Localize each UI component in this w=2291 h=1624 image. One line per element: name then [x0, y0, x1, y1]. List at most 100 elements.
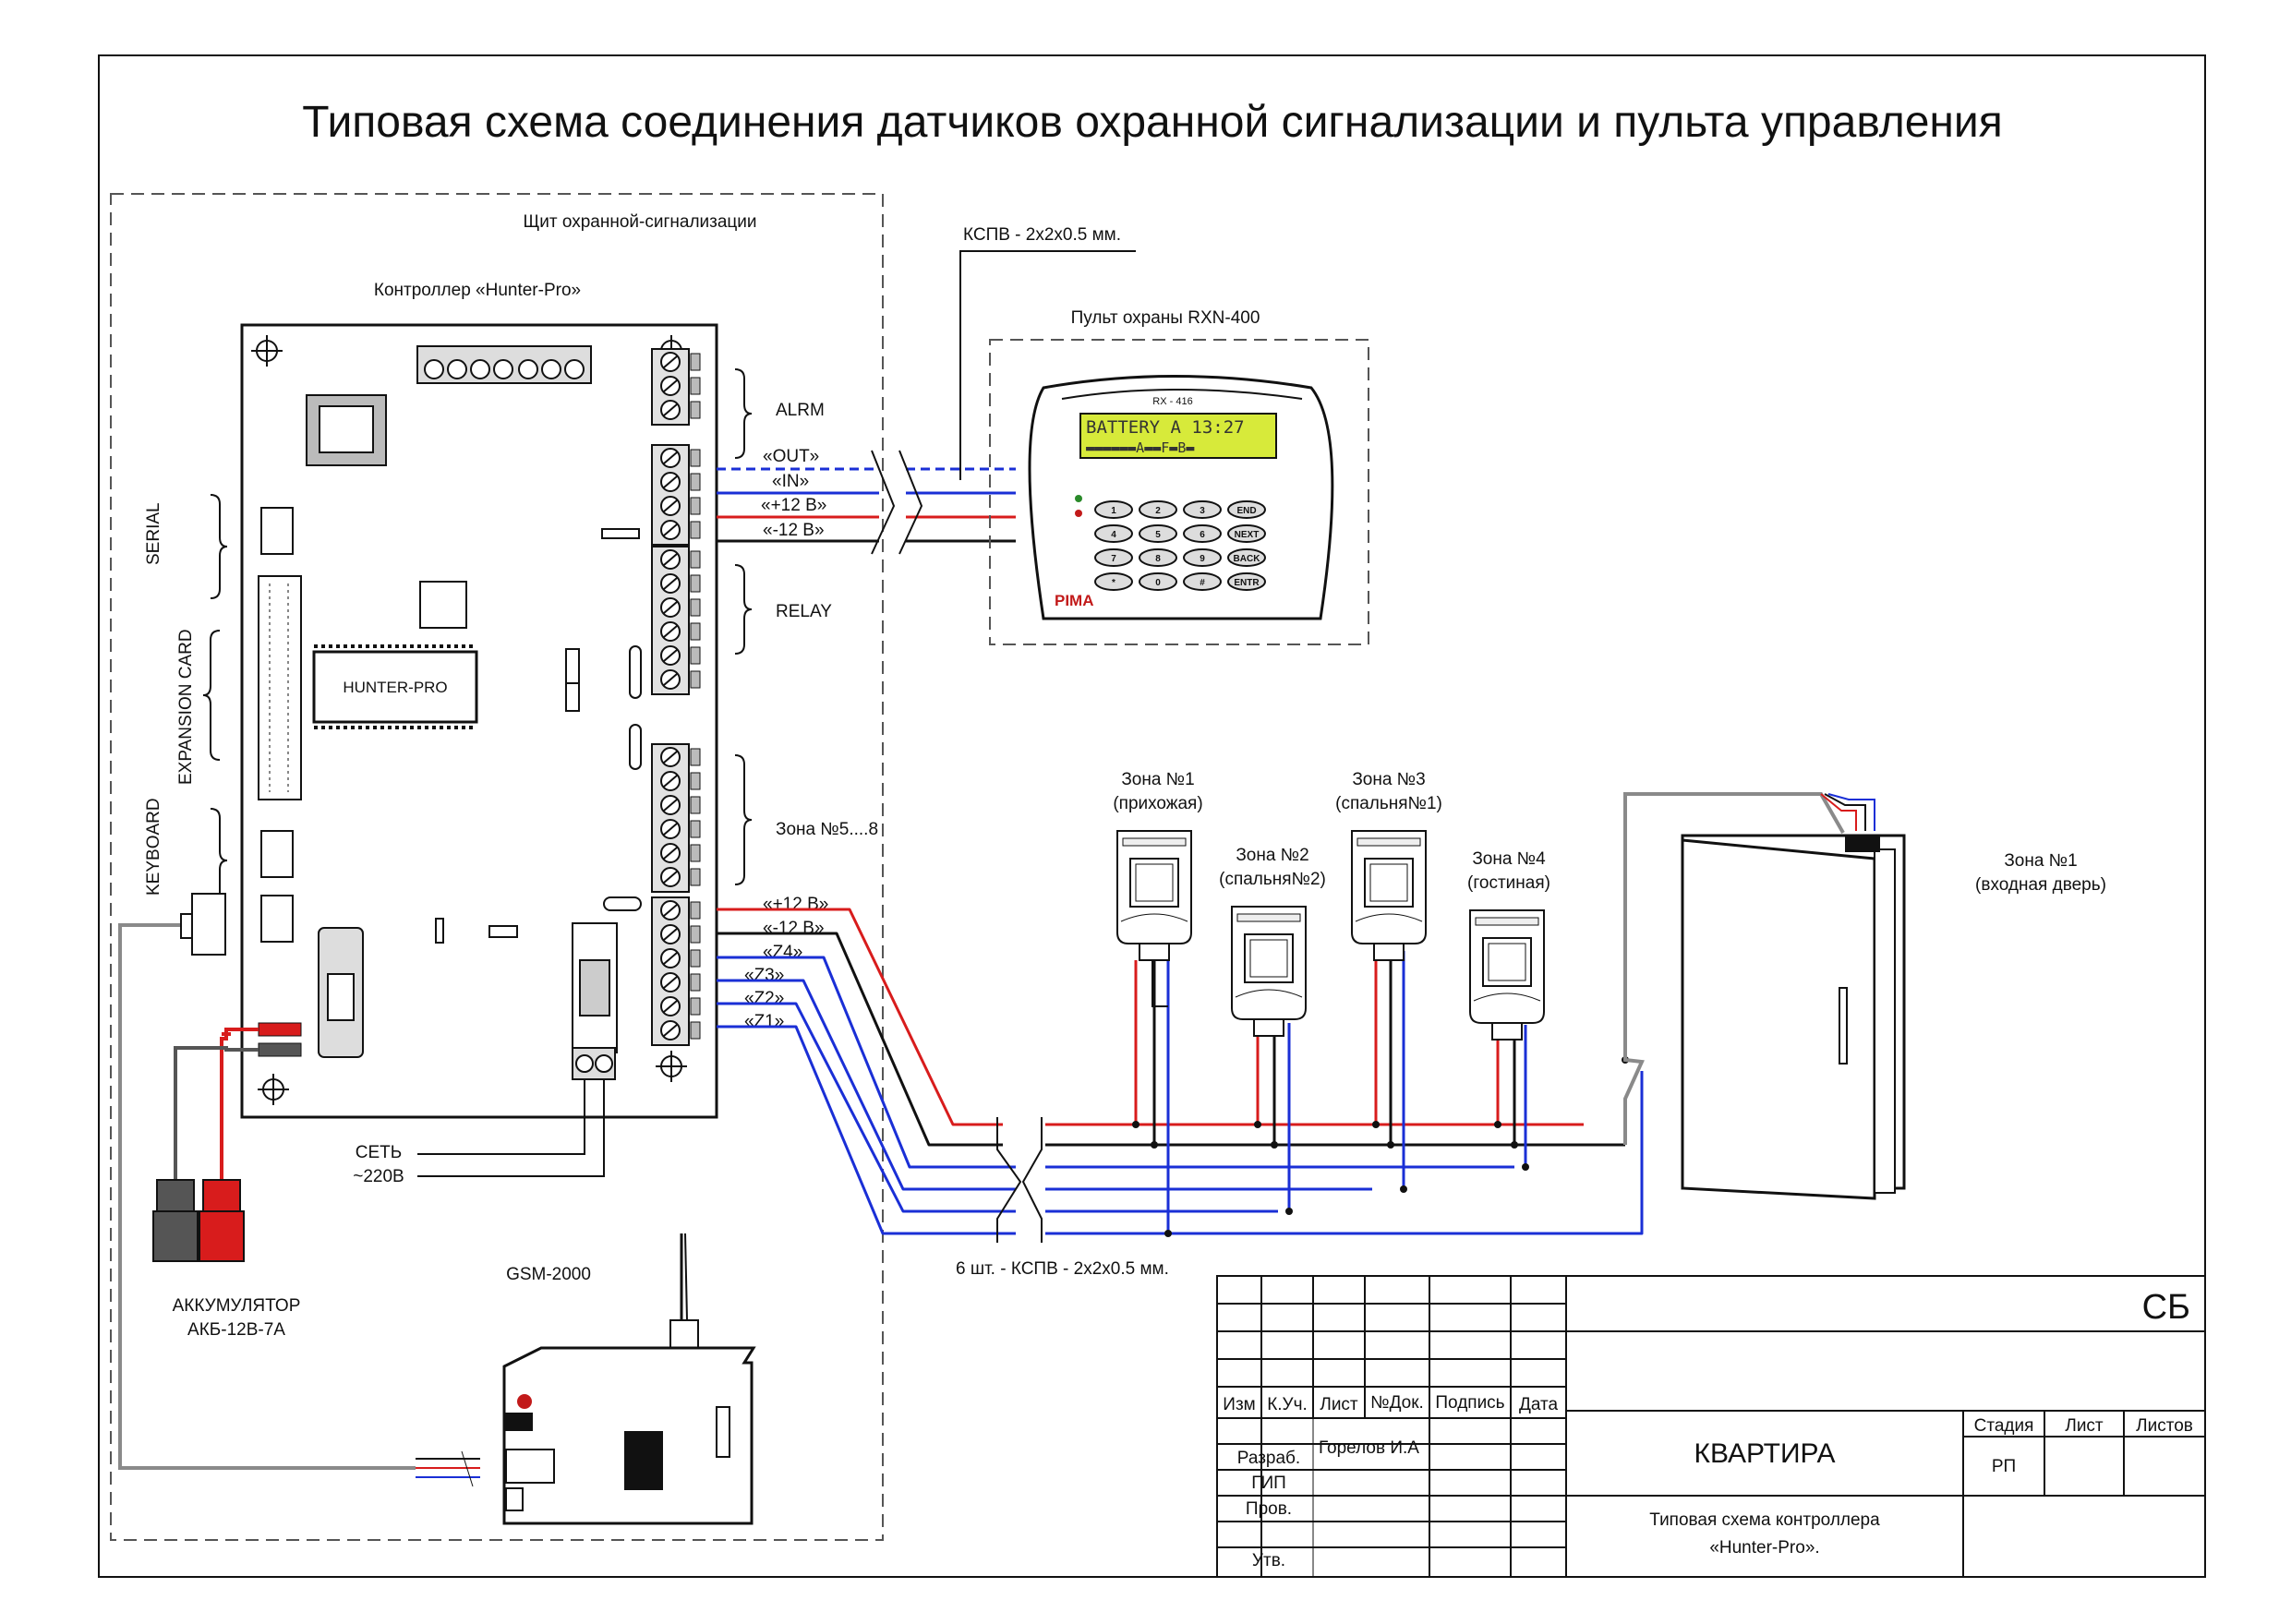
expansion-connector [258, 575, 302, 800]
zone-terminal-z1: «Z1» [744, 1012, 784, 1031]
stamp-developer: Горелов И.А [1319, 1438, 1419, 1458]
door-wire [1623, 792, 1875, 1145]
zone-terminal-z3: «Z3» [744, 966, 784, 985]
zone-terminal-plus12: «+12 В» [763, 895, 828, 914]
expansion-bracket [202, 630, 221, 761]
zones58-label: Зона №5....8 [776, 820, 878, 839]
sensor-3-label-1: Зона №3 [1352, 770, 1425, 789]
gsm-link-wire [118, 923, 480, 1487]
keypad-key: # [1183, 572, 1222, 591]
alrm-label: ALRM [776, 401, 825, 420]
svg-text:BACK: BACK [1234, 554, 1261, 564]
pir-sensors [1116, 830, 1545, 1041]
svg-text:HUNTER-PRO: HUNTER-PRO [343, 679, 447, 696]
drawing-title: Типовая схема соединения датчиков охранн… [302, 98, 2002, 147]
sensor-3-label-2: (спальня№1) [1335, 794, 1442, 813]
stamp-object: КВАРТИРА [1694, 1438, 1835, 1469]
entrance-door [1681, 834, 1906, 1200]
sensor-1-label-2: (прихожая) [1113, 794, 1202, 813]
battery-label-1: АККУМУЛЯТОР [173, 1296, 301, 1316]
cable-break-zones [996, 1117, 1043, 1243]
keyboard-label: KEYBOARD [144, 798, 163, 896]
svg-text:END: END [1236, 506, 1256, 516]
svg-text:7: 7 [1111, 554, 1116, 564]
terminal-label-in: «IN» [772, 472, 809, 491]
pir-sensor-2 [1231, 906, 1307, 1037]
svg-text:2: 2 [1155, 506, 1161, 516]
stamp-code: СБ [2142, 1288, 2190, 1327]
svg-text:1: 1 [1111, 506, 1116, 516]
svg-text:5: 5 [1155, 530, 1161, 540]
sensor-drops [1134, 951, 1527, 1233]
battery-label-2: АКБ-12В-7А [187, 1320, 285, 1340]
stamp-header-podpis: Подпись [1435, 1393, 1504, 1413]
svg-text:6: 6 [1200, 530, 1205, 540]
keypad-key: 0 [1139, 572, 1177, 591]
power-terminal-block [416, 345, 592, 384]
title-block [1216, 1275, 2206, 1578]
terminal-strip [651, 348, 701, 1046]
keypad-wires [717, 467, 1016, 543]
keypad-key: 1 [1094, 500, 1133, 519]
keypad-keys: 1 2 3 END 4 5 6 NEXT 7 8 9 BACK * 0 # ENTR [1094, 500, 1266, 591]
stamp-header-kuch: К.Уч. [1267, 1395, 1308, 1414]
keypad-key: BACK [1227, 548, 1266, 567]
zone-terminal-z4: «Z4» [763, 943, 802, 962]
keypad-key: END [1227, 500, 1266, 519]
serial-label: SERIAL [144, 502, 163, 565]
keypad-device: RX - 416 BATTERY A 13:27 ▬▬▬▬▬▬A▬▬F▬B▬ 1… [1028, 375, 1334, 620]
gsm-label: GSM-2000 [506, 1265, 591, 1284]
svg-text:#: # [1200, 578, 1205, 588]
keypad-key: 5 [1139, 524, 1177, 543]
cable-label-zones: 6 шт. - КСПВ - 2х2х0.5 мм. [956, 1259, 1169, 1279]
zone-terminal-z2: «Z2» [744, 989, 784, 1008]
terminal-label-plus12: «+12 В» [761, 496, 826, 515]
controller-board: HUNTER-PRO [240, 323, 718, 1119]
door-magnetic-contact [1845, 836, 1880, 852]
keypad-key: 4 [1094, 524, 1133, 543]
cable-label-keypad: КСПВ - 2х2х0.5 мм. [963, 225, 1121, 245]
sensor-2-label-1: Зона №2 [1236, 846, 1308, 865]
stamp-header-izm: Изм [1223, 1395, 1255, 1414]
main-chip: HUNTER-PRO [312, 644, 478, 729]
door-label-2: (входная дверь) [1975, 875, 2106, 895]
svg-text:RX - 416: RX - 416 [1152, 396, 1192, 407]
panel-enclosure [110, 193, 884, 1541]
pir-sensor-1 [1116, 830, 1192, 961]
keypad-key: 8 [1139, 548, 1177, 567]
svg-text:9: 9 [1200, 554, 1205, 564]
sensor-4-label-2: (гостиная) [1467, 873, 1550, 893]
stamp-stage-value: РП [1992, 1457, 2016, 1476]
stamp-header-data: Дата [1519, 1395, 1559, 1414]
svg-text:8: 8 [1155, 554, 1161, 564]
stamp-header-ndok: №Док. [1370, 1393, 1424, 1413]
sensor-1-label-1: Зона №1 [1121, 770, 1194, 789]
door-handle [1839, 987, 1848, 1065]
svg-text:NEXT: NEXT [1235, 530, 1260, 540]
cable-break-keypad [871, 450, 923, 555]
battery-lead-minus [258, 1042, 302, 1057]
pir-sensor-3 [1351, 830, 1427, 961]
keypad-key: 3 [1183, 500, 1222, 519]
lcd-line-1: BATTERY A 13:27 [1086, 417, 1245, 438]
mains-label-2: ~220В [353, 1167, 404, 1186]
controller-label: Контроллер «Hunter-Pro» [374, 281, 581, 300]
relay-bracket [734, 564, 753, 655]
mains-label-1: СЕТЬ [356, 1143, 402, 1162]
zone-terminal-minus12: «-12 В» [763, 919, 825, 938]
panel-label: Щит охранной-сигнализации [523, 212, 756, 232]
svg-text:3: 3 [1200, 506, 1205, 516]
pir-sensor-4 [1469, 909, 1545, 1041]
terminal-label-minus12: «-12 В» [763, 521, 825, 540]
keypad-key: 6 [1183, 524, 1222, 543]
svg-text:*: * [1112, 578, 1115, 588]
keypad-key: ENTR [1227, 572, 1266, 591]
svg-text:4: 4 [1111, 530, 1116, 540]
svg-text:0: 0 [1155, 578, 1161, 588]
keyboard-connector-2 [260, 895, 294, 943]
keyboard-connector [260, 830, 294, 878]
keypad-brand: PIMA [1055, 592, 1094, 609]
stamp-sheets-header: Листов [2136, 1416, 2193, 1436]
relay-label: RELAY [776, 602, 832, 621]
